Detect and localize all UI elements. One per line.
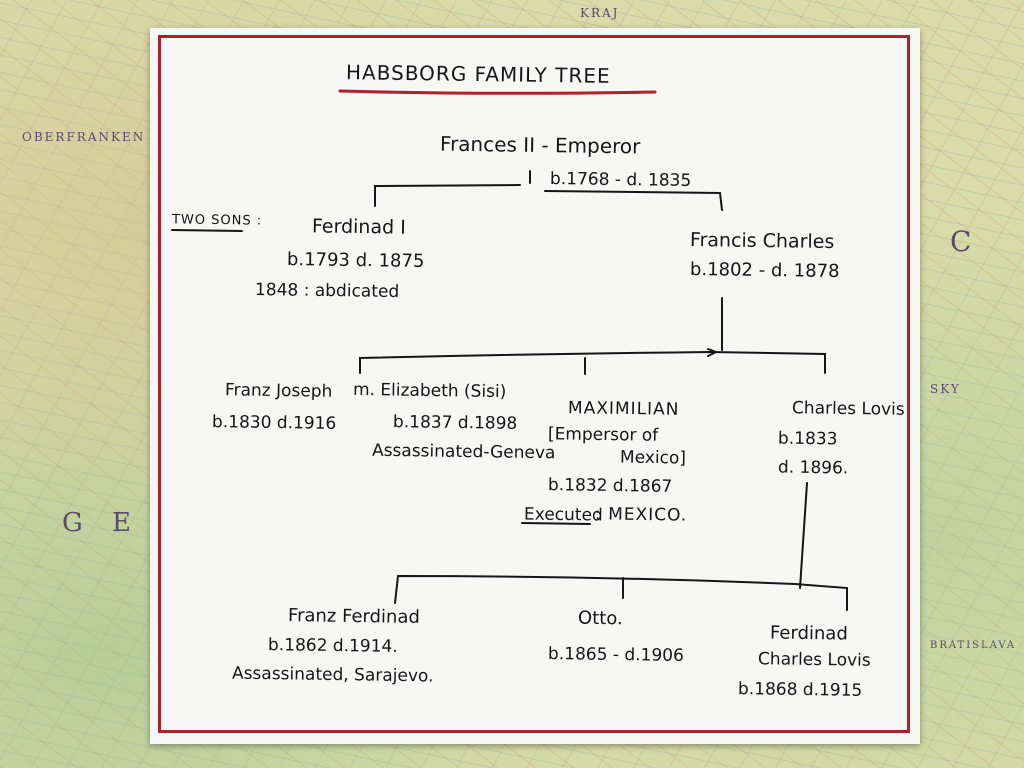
maximilian-title-line2: Mexico] — [619, 447, 687, 469]
executed-underline — [521, 522, 591, 525]
otto-dates: b.1865 - d.1906 — [547, 644, 684, 666]
gen4-bar — [394, 574, 848, 611]
charles-lovis-born: b.1833 — [777, 428, 838, 450]
map-label-e: E — [112, 508, 133, 538]
root-name: Frances II - Emperor — [439, 131, 641, 159]
franz-ferdinad-name: Franz Ferdinad — [287, 605, 421, 628]
map-label-oberfranken: OBERFRANKEN — [22, 130, 146, 144]
tree-connector-lines — [171, 89, 848, 611]
gen2-bracket-right — [544, 190, 723, 211]
ferdinad-i-dates: b.1793 d. 1875 — [286, 249, 425, 272]
franz-joseph-name: Franz Joseph — [224, 380, 333, 402]
gen3-arrow — [707, 348, 719, 357]
franz-joseph-dates: b.1830 d.1916 — [211, 412, 337, 434]
franz-ferdinad-dates: b.1862 d.1914. — [267, 635, 398, 657]
charles-lovis-down — [799, 482, 808, 589]
maximilian-title-line1: [Empersor of — [547, 424, 659, 446]
page-title: HABSBORG FAMILY TREE — [345, 60, 611, 88]
maximilian-note-executed: Executed — [523, 504, 603, 526]
two-sons-underline — [171, 229, 243, 232]
franz-ferdinad-note: Assassinated, Sarajevo. — [231, 663, 434, 687]
maximilian-name: MAXIMILIAN — [567, 398, 680, 420]
paper-sheet: HABSBORG FAMILY TREE Frances II - Empero… — [150, 28, 920, 744]
map-label-sky: SKY — [930, 382, 961, 396]
maximilian-dates: b.1832 d.1867 — [547, 475, 673, 497]
two-sons-label: TWO SONS : — [171, 212, 263, 229]
charles-lovis-died: d. 1896. — [777, 457, 849, 479]
elizabeth-note: Assassinated-Geneva — [371, 440, 556, 464]
ferdinad-charles-lovis-name-line1: Ferdinad — [769, 622, 848, 645]
elizabeth-name: m. Elizabeth (Sisi) — [352, 379, 507, 403]
map-label-g: G — [62, 508, 85, 538]
gen2-bracket-left — [374, 184, 521, 207]
elizabeth-dates: b.1837 d.1898 — [392, 412, 518, 434]
charles-lovis-name: Charles Lovis — [791, 398, 905, 420]
otto-name: Otto. — [577, 607, 623, 630]
ferdinad-charles-lovis-dates: b.1868 d.1915 — [737, 679, 863, 701]
francis-charles-name: Francis Charles — [689, 228, 835, 254]
maximilian-note-mexico: : MEXICO. — [594, 504, 688, 526]
red-frame — [158, 35, 910, 733]
title-underline — [338, 89, 657, 95]
map-label-kraj: KRAJ — [580, 6, 620, 20]
ferdinad-charles-lovis-name-line2: Charles Lovis — [757, 649, 871, 671]
ferdinad-i-name: Ferdinad I — [311, 215, 406, 239]
gen3-bar — [359, 350, 826, 374]
francis-charles-dates: b.1802 - d. 1878 — [689, 258, 840, 283]
map-label-c: C — [950, 225, 974, 258]
root-dates: b.1768 - d. 1835 — [549, 169, 692, 191]
map-label-bratislava: BRATISLAVA — [930, 640, 1017, 651]
ferdinad-i-note: 1848 : abdicated — [254, 279, 400, 303]
